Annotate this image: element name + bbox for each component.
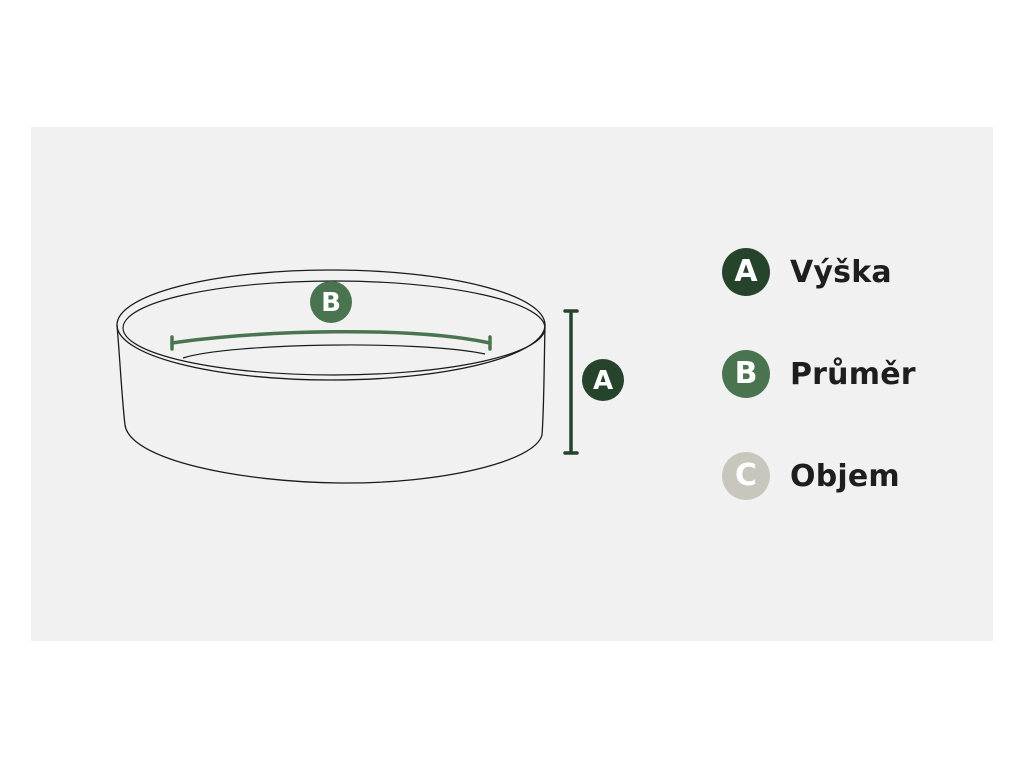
svg-text:A: A [593,366,613,396]
legend-badge-a: A [722,248,770,296]
pot-inner-floor [182,344,486,359]
diagram-panel [31,127,993,641]
diagram-badge-b: B [310,281,352,323]
legend-badge-c: C [722,452,770,500]
diameter-measure-line [170,329,492,345]
legend-label-diameter: Průměr [790,356,916,392]
legend-label-height: Výška [790,254,892,290]
pot-body-outline [116,324,546,484]
legend-item-diameter: B Průměr [722,349,916,399]
svg-text:B: B [321,288,341,318]
pot-rim-inner [122,280,546,376]
legend-label-volume: Objem [790,458,900,494]
legend-badge-b: B [722,350,770,398]
legend-item-volume: C Objem [722,451,900,501]
diagram-badge-a: A [582,359,624,401]
legend-item-height: A Výška [722,247,892,297]
